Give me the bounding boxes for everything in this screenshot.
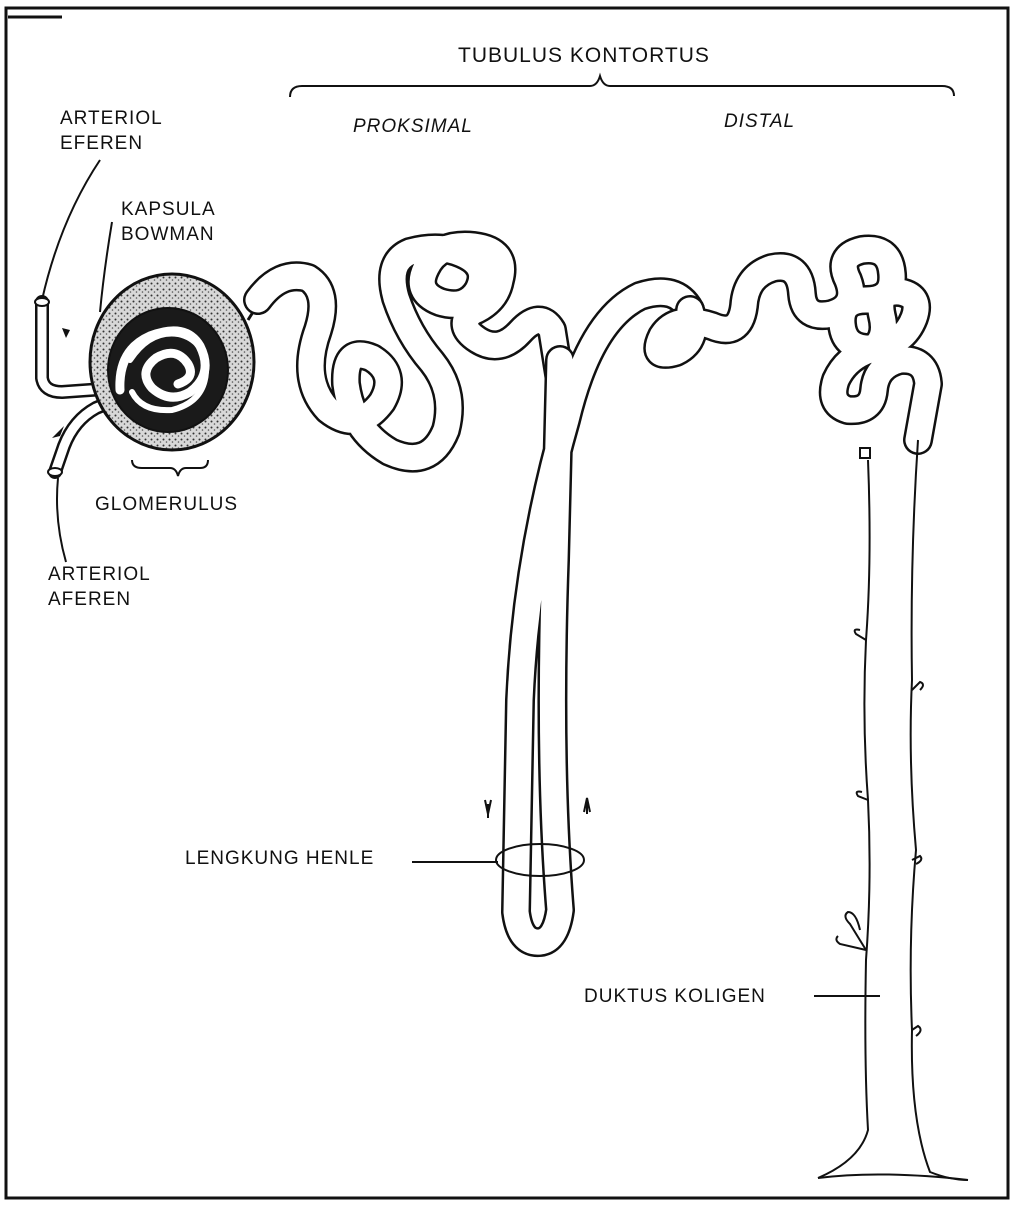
duct-branch: [845, 912, 866, 950]
duct-branch: [912, 1026, 921, 1036]
proksimal-label: PROKSIMAL: [353, 116, 473, 137]
lengkung-henle: [485, 292, 690, 942]
arteriol-eferen-leader: [42, 160, 100, 300]
glomerulus-label: GLOMERULUS: [95, 494, 238, 515]
tubulus-proksimal: [258, 245, 560, 457]
kapsula-bowman-label-line2: BOWMAN: [121, 224, 215, 245]
duktus-koligen: [818, 440, 968, 1180]
glomerulus-brace: [132, 460, 208, 476]
duct-branch: [912, 856, 921, 864]
duct-branch: [912, 682, 923, 690]
diagram-frame: [6, 8, 1008, 1198]
arteriol-eferen-label-line2: EFEREN: [60, 133, 143, 154]
distal-label: DISTAL: [724, 111, 795, 132]
distal-junction: [860, 448, 870, 458]
arteriol-aferen-leader: [57, 478, 66, 562]
arteriol-aferen-label-line2: AFEREN: [48, 589, 131, 610]
kapsula-bowman-leader: [100, 222, 112, 312]
tubulus-distal: [658, 250, 928, 459]
tubulus-kontortus-brace: [290, 76, 954, 97]
duct-branch: [855, 630, 866, 641]
arteriol-eferen-label-line1: ARTERIOL: [60, 108, 163, 129]
lengkung-henle-label: LENGKUNG HENLE: [185, 848, 374, 869]
kapsula-bowman-label-line1: KAPSULA: [121, 199, 216, 220]
duct-branch: [857, 792, 868, 801]
arteriol-aferen-label-line1: ARTERIOL: [48, 564, 151, 585]
duktus-koligen-label: DUKTUS KOLIGEN: [584, 986, 766, 1007]
tubulus-kontortus-label: TUBULUS KONTORTUS: [458, 44, 710, 67]
eferen-flow-arrow: [62, 328, 70, 338]
